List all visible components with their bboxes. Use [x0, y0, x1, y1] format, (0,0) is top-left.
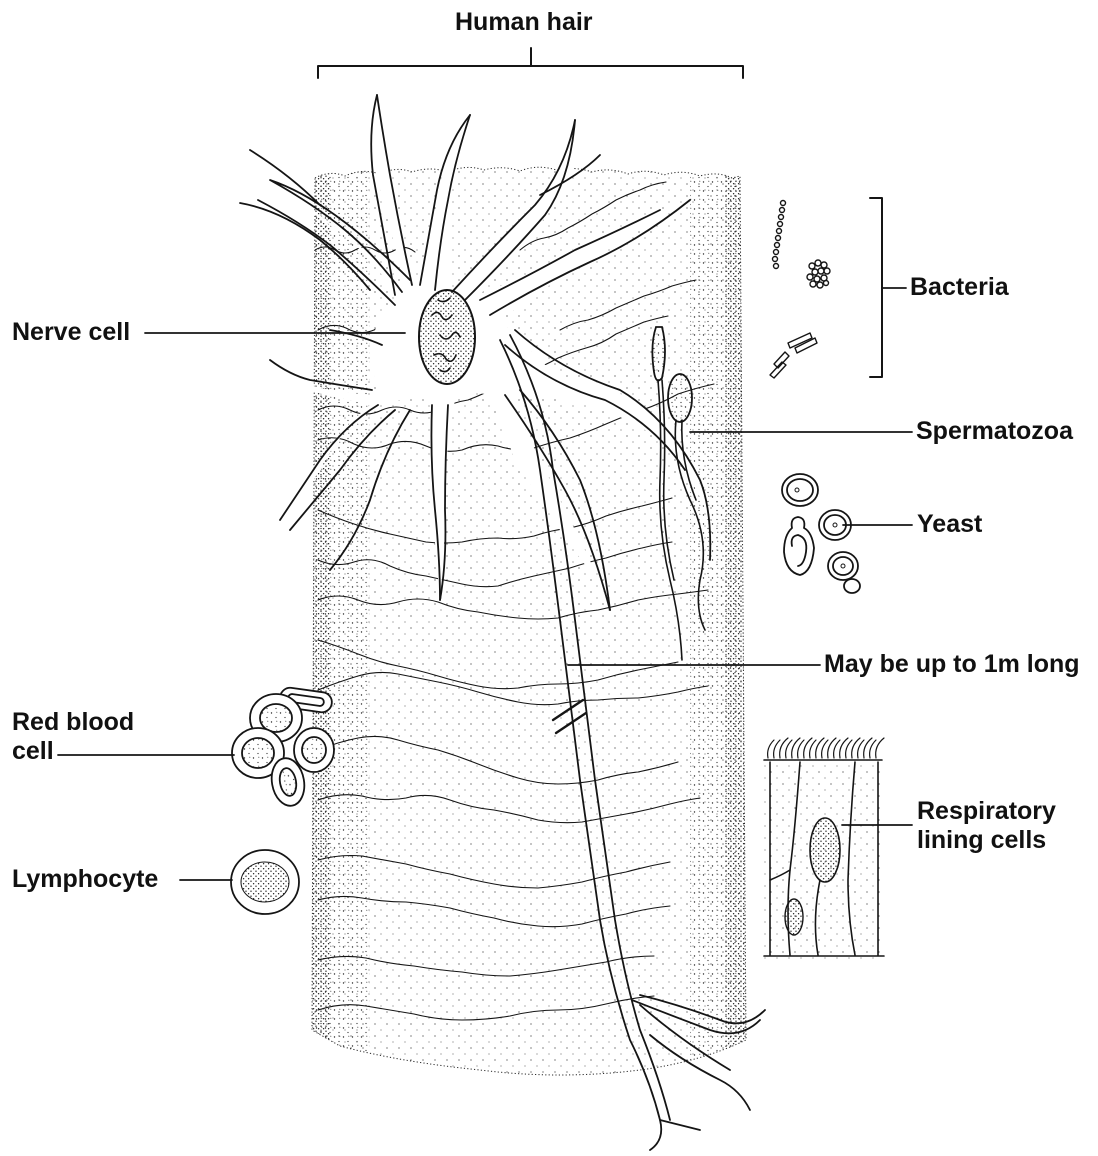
nerve-cell-nucleus [419, 290, 475, 384]
human-hair-bracket [318, 48, 743, 78]
respiratory-lining-cells-drawing [764, 738, 884, 960]
human-hair-label: Human hair [455, 8, 593, 37]
red-blood-cell-label-line1: Red blood [12, 708, 134, 737]
yeast-drawing [782, 474, 860, 593]
bacteria-bracket [870, 198, 882, 377]
human-hair-shaft [300, 160, 760, 1090]
cilia [768, 738, 884, 758]
respiratory-lining-cells-label: Respiratory lining cells [917, 797, 1056, 855]
yeast-label: Yeast [917, 510, 982, 539]
respiratory-label-line1: Respiratory [917, 797, 1056, 826]
nerve-cell-label: Nerve cell [12, 318, 130, 347]
red-blood-cell-label: Red blood cell [12, 708, 134, 766]
respiratory-label-line2: lining cells [917, 826, 1056, 855]
red-blood-cell-label-line2: cell [12, 737, 134, 766]
spermatozoa-label: Spermatozoa [916, 417, 1073, 446]
axon-length-label: May be up to 1m long [824, 650, 1080, 679]
lymphocyte-label: Lymphocyte [12, 865, 158, 894]
bacteria-label: Bacteria [910, 273, 1009, 302]
bacteria-drawing [770, 201, 830, 379]
lymphocyte-drawing [231, 850, 299, 914]
